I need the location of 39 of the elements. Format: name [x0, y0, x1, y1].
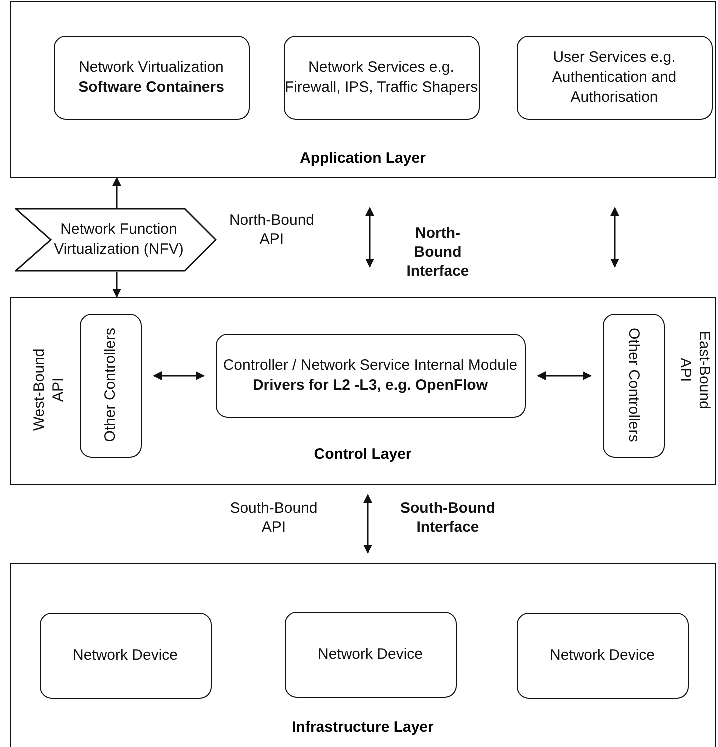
interface-label: South-Bound Interface — [400, 499, 496, 537]
arrow — [537, 372, 592, 380]
arrow — [610, 207, 620, 268]
interface-label: North-Bound API — [228, 211, 316, 249]
component-box — [516, 612, 688, 698]
component-box — [284, 36, 480, 120]
arrow — [153, 372, 205, 380]
node-label: Network Function Virtualization (NFV) — [53, 220, 185, 260]
node-label: Network Device — [72, 646, 178, 666]
node-label: Other Controllers — [100, 328, 120, 443]
arrow — [112, 272, 122, 298]
interface-label: South-Bound API — [229, 499, 319, 537]
node-label: Controller / Network Service Internal Module Drivers for L2 -L3, e.g. OpenFlow — [222, 356, 519, 396]
component-box — [602, 314, 664, 458]
component-box — [216, 334, 526, 418]
layer-panel — [10, 1, 716, 178]
layer-title: Infrastructure Layer — [291, 719, 435, 736]
layer-panel — [10, 563, 716, 747]
layer-title: Control Layer — [313, 446, 413, 463]
layer-title: Application Layer — [299, 150, 427, 167]
node-label: User Services e.g. Authentication and Authorisation — [551, 48, 678, 108]
node-label: Network Services e.g. Firewall, IPS, Traffic Shapers — [284, 58, 478, 98]
component-box — [516, 36, 712, 120]
component-box — [80, 314, 142, 458]
component-box — [54, 36, 250, 120]
node-label: Network Device — [318, 644, 424, 664]
node-label: Network Device — [550, 646, 656, 666]
arrow — [364, 494, 372, 554]
interface-label: West-Bound API — [30, 348, 68, 434]
node-label: Other Controllers — [624, 328, 644, 443]
arrow — [366, 207, 374, 268]
layer-panel — [10, 297, 716, 485]
interface-label: North-Bound Interface — [406, 224, 470, 281]
component-box — [284, 612, 456, 698]
arrow — [112, 177, 122, 208]
component-box — [40, 612, 212, 698]
chevron-shape — [15, 208, 217, 272]
node-label: Network Virtualization Software Containers — [78, 58, 226, 98]
interface-label: East-Bound API — [676, 330, 714, 412]
